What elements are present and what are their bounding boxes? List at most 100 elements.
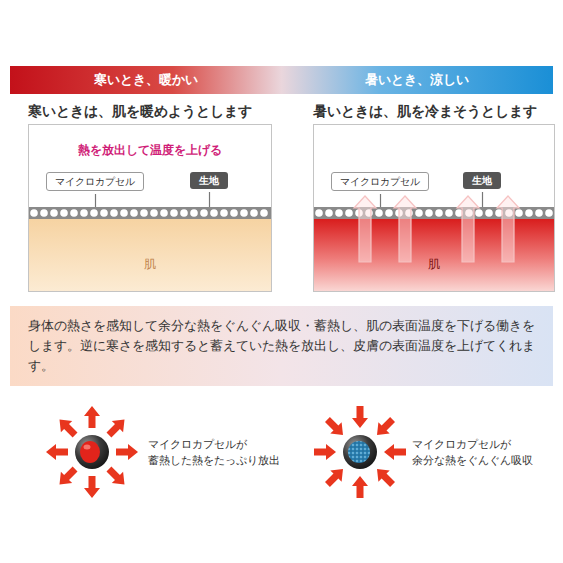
- capsule-dot: [40, 209, 48, 217]
- capsule-dot: [190, 209, 198, 217]
- cold-panel: マイクロカプセル 生地 寒いときは、肌を暖めようとします熱を放出して温度を上げる肌: [28, 100, 272, 292]
- capsule-label-box: マイクロカプセル: [331, 172, 429, 191]
- skin-layer: [29, 219, 271, 291]
- fabric-label-box: 生地: [190, 172, 228, 189]
- heat-arrow: [352, 476, 368, 498]
- capsule-dot: [325, 209, 333, 217]
- capsule-dot: [525, 209, 533, 217]
- heat-arrow: [107, 467, 125, 485]
- heat-arrow: [60, 467, 78, 485]
- skin-label: 肌: [313, 256, 555, 272]
- heat-arrow: [352, 406, 368, 428]
- capsule-dot: [435, 209, 443, 217]
- callout-text: 熱を放出して温度を上げる: [28, 142, 272, 158]
- fabric-label-box: 生地: [463, 172, 501, 189]
- capsule-sphere: [75, 435, 109, 469]
- capsule-dot: [485, 209, 493, 217]
- heat-arrow: [84, 476, 100, 498]
- caption-text: マイクロカプセルが 余分な熱をぐんぐん吸収: [412, 437, 552, 469]
- highlight: [84, 445, 91, 450]
- absorbed-heat: [348, 441, 370, 463]
- capsule-dot: [535, 209, 543, 217]
- capsule-dot: [180, 209, 188, 217]
- tag-text: 生地: [199, 174, 219, 187]
- capsule-dot: [345, 209, 353, 217]
- capsule-dot: [70, 209, 78, 217]
- header-band: 寒いとき、暖かい暑いとき、涼しい: [10, 66, 553, 94]
- heat-arrow: [497, 196, 519, 262]
- fabric-strip: [29, 207, 271, 219]
- capsule-dot: [50, 209, 58, 217]
- stored-heat: [80, 441, 100, 463]
- heat-arrow: [354, 196, 376, 262]
- heat-arrow: [84, 406, 100, 428]
- capsule-dot: [545, 209, 553, 217]
- capsule-dot: [160, 209, 168, 217]
- capsule-dot: [110, 209, 118, 217]
- caption-text: マイクロカプセルが 蓄熱した熱をたっぷり放出: [148, 437, 288, 469]
- skin-label: 肌: [28, 256, 272, 272]
- capsule-dot: [415, 209, 423, 217]
- capsule-dot: [260, 209, 268, 217]
- tag-text: 生地: [472, 174, 492, 187]
- leader-line: [209, 192, 210, 207]
- description-text: 身体の熱さを感知して余分な熱をぐんぐん吸収・蓄熱し、肌の表面温度を下げる働きをし…: [28, 316, 535, 376]
- leader-line: [95, 194, 96, 207]
- capsule-dot: [220, 209, 228, 217]
- leader-line: [482, 192, 483, 207]
- capsule-dot: [335, 209, 343, 217]
- panel-frame: [29, 125, 272, 292]
- capsule-dot: [120, 209, 128, 217]
- capsule-dot: [80, 209, 88, 217]
- capsule-dot: [240, 209, 248, 217]
- panel-heading: 暑いときは、肌を冷まそうとします: [313, 102, 555, 120]
- release-arrows: [46, 406, 138, 498]
- capsule-dot: [170, 209, 178, 217]
- capsule-label-box: マイクロカプセル: [46, 172, 144, 191]
- capsule-dot: [250, 209, 258, 217]
- hot-panel: マイクロカプセル 生地 暑いときは、肌を冷まそうとします肌: [313, 100, 555, 292]
- heat-arrow: [377, 417, 395, 435]
- heat-arrow: [116, 444, 138, 460]
- capsule-dot: [425, 209, 433, 217]
- band-title: 暑いとき、涼しい: [282, 66, 554, 94]
- capsule-sphere: [343, 435, 377, 469]
- description-band: 身体の熱さを感知して余分な熱をぐんぐん吸収・蓄熱し、肌の表面温度を下げる働きをし…: [10, 306, 553, 386]
- heat-arrow: [457, 196, 479, 262]
- capsule-dot: [130, 209, 138, 217]
- heat-arrow: [325, 469, 343, 487]
- capsule-row: [30, 209, 268, 217]
- capsule-dot: [30, 209, 38, 217]
- heat-arrow: [107, 420, 125, 438]
- capsule-dot: [515, 209, 523, 217]
- heat-arrow: [377, 469, 395, 487]
- capsule-dot: [90, 209, 98, 217]
- fabric-strip: [314, 207, 554, 219]
- tag-text: マイクロカプセル: [340, 175, 420, 188]
- capsule-dot: [315, 209, 323, 217]
- capsule-dot: [60, 209, 68, 217]
- band-title: 寒いとき、暖かい: [10, 66, 282, 94]
- capsule-dot: [200, 209, 208, 217]
- capsule-dot: [375, 209, 383, 217]
- leader-line: [380, 194, 381, 207]
- heat-arrow: [394, 196, 416, 262]
- heat-arrow: [314, 444, 336, 460]
- capsule-dot: [210, 209, 218, 217]
- absorb-arrows: [314, 406, 406, 498]
- capsule-dot: [140, 209, 148, 217]
- heat-arrow: [60, 420, 78, 438]
- heat-arrows: [354, 196, 519, 262]
- heat-arrow: [46, 444, 68, 460]
- leader-lines: [96, 192, 483, 207]
- heat-arrow: [325, 417, 343, 435]
- capsule-dot: [150, 209, 158, 217]
- capsule-dot: [385, 209, 393, 217]
- panel-heading: 寒いときは、肌を暖めようとします: [28, 102, 272, 120]
- heat-arrow: [384, 444, 406, 460]
- capsule-dot: [100, 209, 108, 217]
- capsule-row: [315, 209, 553, 217]
- capsule-dot: [475, 209, 483, 217]
- panel-frame: [314, 125, 555, 292]
